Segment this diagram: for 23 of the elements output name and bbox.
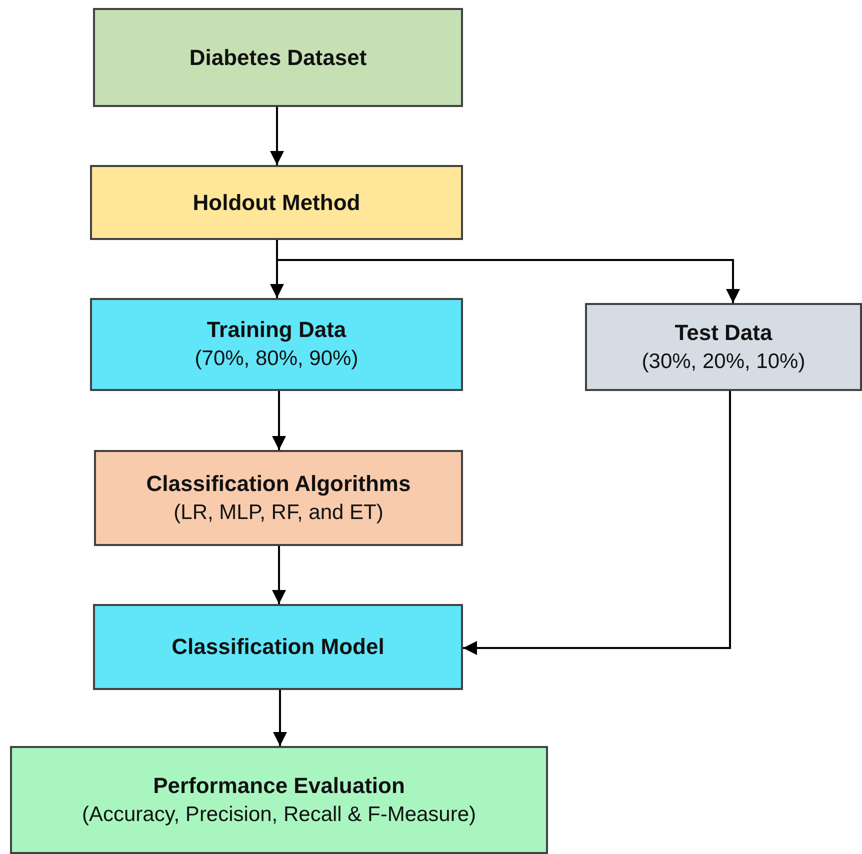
arrow bbox=[272, 546, 286, 604]
process-box bbox=[94, 450, 463, 546]
process-box bbox=[585, 303, 862, 391]
box-title: Holdout Method bbox=[192, 188, 360, 217]
box-subtitle: (70%, 80%, 90%) bbox=[194, 346, 358, 372]
arrow bbox=[270, 107, 284, 165]
process-box bbox=[10, 746, 548, 854]
box-title: Classification Model bbox=[172, 633, 384, 662]
process-box bbox=[93, 8, 463, 107]
box-title: Diabetes Dataset bbox=[189, 44, 367, 72]
arrow bbox=[463, 391, 731, 655]
box-title: Training Data bbox=[206, 316, 346, 344]
process-box bbox=[90, 298, 463, 391]
arrow bbox=[273, 690, 287, 746]
box-title: Performance Evaluation bbox=[153, 772, 405, 800]
process-box bbox=[93, 604, 463, 690]
box-title: Test Data bbox=[674, 318, 772, 347]
arrow bbox=[272, 391, 286, 450]
box-subtitle: (Accuracy, Precision, Recall & F-Measure) bbox=[82, 802, 476, 828]
box-title: Classification Algorithms bbox=[146, 470, 411, 498]
box-subtitle: (LR, MLP, RF, and ET) bbox=[174, 500, 384, 526]
process-box bbox=[90, 165, 463, 240]
box-subtitle: (30%, 20%, 10%) bbox=[642, 348, 806, 375]
